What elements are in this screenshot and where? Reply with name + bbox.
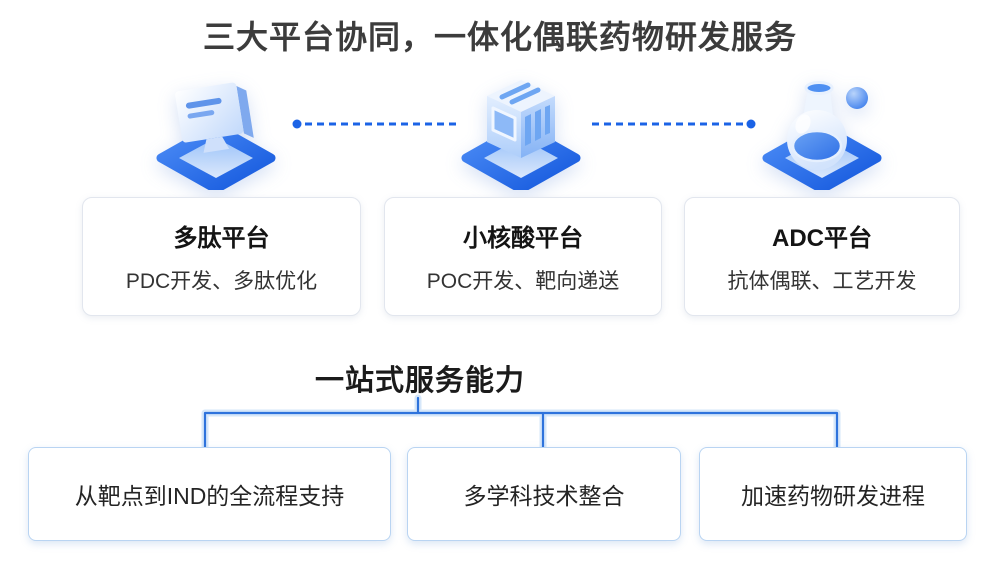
tree-line (203, 396, 839, 450)
capability-box-multidiscipline: 多学科技术整合 (407, 447, 681, 541)
monitor-3d-icon (156, 82, 276, 190)
capability-label: 加速药物研发进程 (741, 483, 925, 509)
platform-name: 多肽平台 (173, 225, 270, 252)
section-title: 一站式服务能力 (314, 365, 525, 397)
platform-card-peptide: 多肽平台 PDC开发、多肽优化 (82, 197, 361, 316)
tree-line-glow (201, 394, 841, 452)
connector-dot-left (292, 119, 302, 129)
platform-desc: POC开发、靶向递送 (426, 270, 620, 293)
capability-box-full-process: 从靶点到IND的全流程支持 (28, 447, 391, 541)
platform-card-oligo: 小核酸平台 POC开发、靶向递送 (384, 197, 662, 316)
platform-name: 小核酸平台 (463, 225, 583, 252)
platform-name: ADC平台 (772, 225, 872, 252)
capability-box-accelerate: 加速药物研发进程 (699, 447, 967, 541)
capability-label: 多学科技术整合 (463, 483, 625, 509)
platform-connectors (292, 119, 756, 129)
connector-dot-right (746, 119, 756, 129)
capability-tree-lines (201, 394, 841, 452)
platform-desc: PDC开发、多肽优化 (125, 270, 318, 293)
page-title: 三大平台协同，一体化偶联药物研发服务 (202, 19, 797, 55)
platform-desc: 抗体偶联、工艺开发 (727, 270, 917, 293)
flask-3d-icon (762, 81, 882, 190)
platform-card-adc: ADC平台 抗体偶联、工艺开发 (684, 197, 960, 316)
cube-3d-icon (461, 80, 581, 190)
capability-label: 从靶点到IND的全流程支持 (74, 483, 345, 509)
